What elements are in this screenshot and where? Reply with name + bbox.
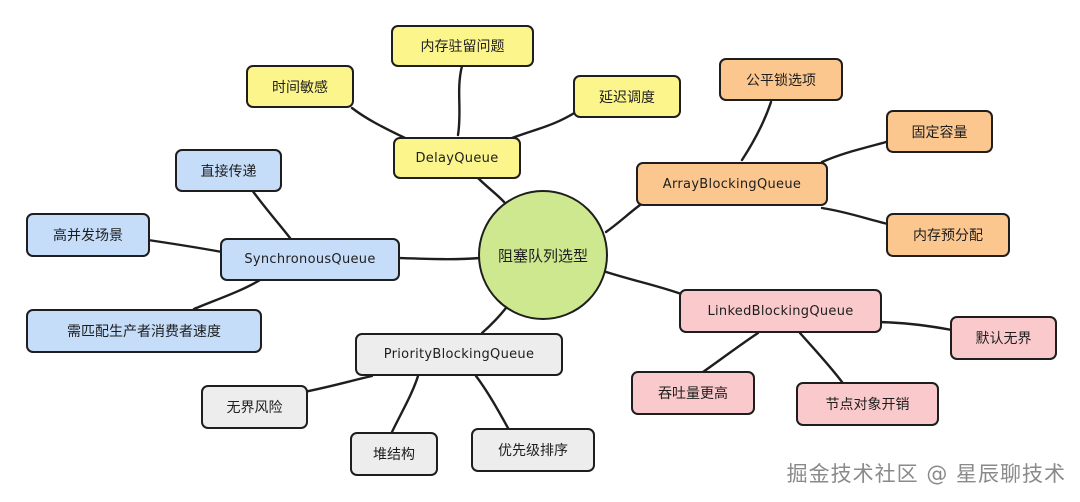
link-sync-match [192, 278, 262, 311]
link-center-priority [480, 306, 508, 335]
link-linked-throughput [701, 331, 760, 374]
link-priority-sort [474, 374, 510, 430]
memory-resident-node: 内存驻留问题 [391, 25, 534, 67]
heap-structure-node: 堆结构 [350, 432, 438, 476]
fair-lock-node: 公平锁选项 [719, 58, 843, 101]
link-delay-time [350, 106, 407, 140]
time-sensitive-node: 时间敏感 [246, 65, 354, 108]
delay-scheduling-node: 延迟调度 [573, 75, 681, 118]
default-unbounded-node: 默认无界 [950, 316, 1057, 360]
link-array-fixed [820, 140, 888, 164]
link-center-delay [476, 176, 507, 205]
linkedblockingqueue-node: LinkedBlockingQueue [679, 289, 882, 333]
center-node: 阻塞队列选型 [478, 190, 608, 320]
arrayblockingqueue-node: ArrayBlockingQueue [636, 162, 828, 206]
priorityblockingqueue-node: PriorityBlockingQueue [355, 333, 563, 376]
link-center-array [604, 203, 642, 234]
link-sync-direct [250, 188, 292, 240]
node-overhead-node: 节点对象开销 [796, 382, 939, 426]
match-speed-node: 需匹配生产者消费者速度 [26, 309, 262, 353]
link-priority-heap [390, 374, 420, 434]
unbounded-risk-node: 无界风险 [201, 385, 308, 429]
priority-sorting-node: 优先级排序 [471, 428, 595, 472]
synchronousqueue-node: SynchronousQueue [220, 238, 400, 281]
link-sync-highcon [146, 238, 224, 254]
link-center-sync [396, 256, 482, 261]
higher-throughput-node: 吞吐量更高 [631, 371, 755, 415]
watermark: 掘金技术社区 @ 星辰聊技术 [786, 462, 1066, 486]
delayqueue-node: DelayQueue [393, 137, 521, 179]
direct-handoff-node: 直接传递 [175, 149, 282, 192]
fixed-capacity-node: 固定容量 [886, 110, 993, 153]
link-linked-overhead [798, 331, 844, 384]
link-array-fair [740, 100, 773, 162]
link-linked-unbounded [878, 320, 954, 332]
link-array-prealloc [820, 206, 890, 226]
preallocation-node: 内存预分配 [886, 213, 1010, 257]
high-concurrency-node: 高并发场景 [26, 213, 150, 257]
link-delay-schedule [510, 110, 578, 140]
link-center-linked [598, 268, 686, 297]
link-delay-memory [456, 64, 464, 137]
